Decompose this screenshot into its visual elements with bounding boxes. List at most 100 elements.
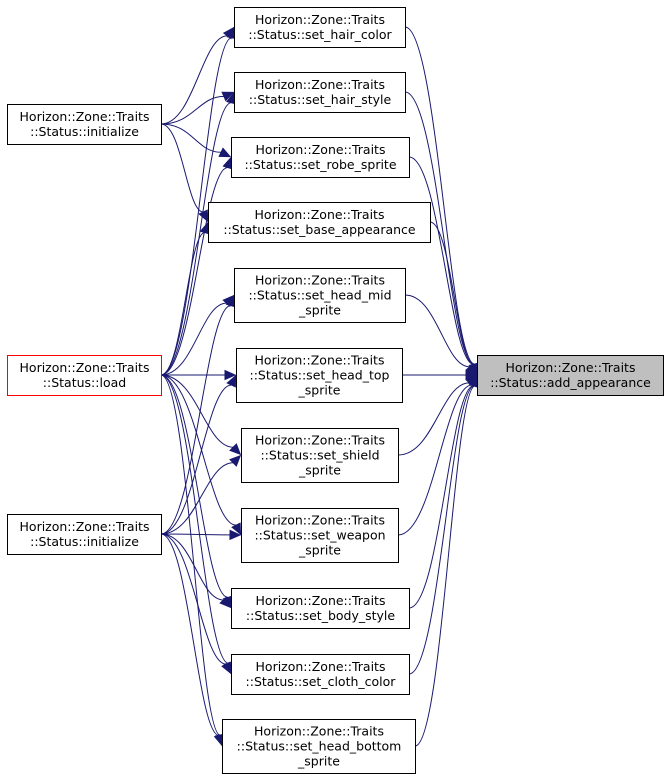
node-set_hair_style[interactable]: Horizon::Zone::Traits::Status::set_hair_…	[234, 72, 406, 113]
node-label-line1: Horizon::Zone::Traits	[255, 353, 385, 368]
edge-load-to-set_head_bottom_sprite	[160, 374, 226, 747]
edge-set_body_style-to-add_appearance	[408, 374, 479, 609]
node-box[interactable]	[241, 508, 399, 563]
edge-set_robe_sprite-to-add_appearance	[408, 156, 479, 376]
node-label-line2: ::Status::set_robe_sprite	[244, 157, 396, 172]
node-label-line3: _sprite	[297, 754, 340, 769]
edge-line	[160, 166, 228, 376]
nodes-layer: Horizon::Zone::Traits::Status::add_appea…	[7, 7, 664, 774]
edge-initialize_2-to-set_head_bottom_sprite	[160, 533, 224, 747]
node-set_body_style[interactable]: Horizon::Zone::Traits::Status::set_body_…	[231, 588, 410, 629]
node-box[interactable]	[231, 137, 410, 178]
arrowhead-icon	[221, 661, 232, 675]
arrowhead-icon	[226, 374, 237, 388]
edge-line	[429, 221, 474, 365]
arrowhead-icon	[465, 362, 478, 376]
edge-initialize_2-to-set_shield_sprite	[160, 454, 242, 535]
node-set_robe_sprite[interactable]: Horizon::Zone::Traits::Status::set_robe_…	[231, 137, 410, 178]
node-set_head_top_sprite[interactable]: Horizon::Zone::Traits::Status::set_head_…	[236, 348, 403, 403]
edge-initialize_1-to-set_base_appearance	[160, 123, 209, 223]
node-label-line2: ::Status::set_head_mid	[248, 288, 391, 303]
node-box[interactable]	[222, 719, 416, 774]
node-set_cloth_color[interactable]: Horizon::Zone::Traits::Status::set_cloth…	[231, 654, 410, 695]
node-add_appearance[interactable]: Horizon::Zone::Traits::Status::add_appea…	[477, 355, 664, 396]
node-label-line2: ::Status::set_hair_color	[248, 27, 392, 42]
edge-set_base_appearance-to-add_appearance	[429, 221, 479, 376]
edge-line	[160, 533, 224, 601]
node-label-line3: _sprite	[298, 303, 341, 318]
arrowhead-icon	[218, 147, 232, 158]
node-box[interactable]	[231, 654, 410, 695]
arrowhead-icon	[199, 221, 210, 235]
edge-line	[160, 123, 222, 153]
node-label-line2: ::Status::set_body_style	[246, 608, 395, 623]
node-label-line2: ::Status::set_head_bottom	[237, 739, 402, 754]
node-set_base_appearance[interactable]: Horizon::Zone::Traits::Status::set_base_…	[208, 202, 431, 243]
edge-set_head_mid_sprite-to-add_appearance	[404, 294, 478, 376]
node-label-line2: ::Status::set_hair_style	[249, 92, 392, 107]
edge-line	[160, 305, 231, 535]
node-label-line3: _sprite	[298, 543, 341, 558]
node-box[interactable]	[7, 355, 162, 396]
edge-line	[160, 384, 232, 535]
node-box[interactable]	[234, 7, 406, 48]
edge-line	[160, 95, 224, 125]
edge-initialize_2-to-set_body_style	[160, 533, 232, 609]
edge-set_hair_color-to-add_appearance	[404, 26, 480, 376]
node-label-line2: ::Status::add_appearance	[490, 375, 651, 390]
node-set_weapon_sprite[interactable]: Horizon::Zone::Traits::Status::set_weapo…	[241, 508, 399, 563]
edge-line	[397, 384, 473, 536]
edge-line	[160, 302, 227, 376]
edge-line	[408, 385, 475, 609]
edge-line	[160, 462, 234, 535]
node-label-line2: ::Status::set_weapon	[254, 528, 385, 543]
node-box[interactable]	[236, 348, 403, 403]
edges-layer	[160, 26, 481, 747]
node-label-line2: ::Status::set_cloth_color	[246, 674, 397, 689]
edge-line	[160, 533, 231, 536]
edge-initialize_1-to-set_hair_color	[160, 26, 235, 125]
edge-initialize_1-to-set_hair_style	[160, 91, 235, 125]
node-box[interactable]	[231, 588, 410, 629]
edge-line	[160, 123, 204, 213]
node-label-line1: Horizon::Zone::Traits	[20, 109, 150, 124]
node-set_head_bottom_sprite[interactable]: Horizon::Zone::Traits::Status::set_head_…	[222, 719, 416, 774]
edge-line	[160, 533, 227, 665]
edge-line	[160, 374, 228, 598]
node-box[interactable]	[477, 355, 664, 396]
node-load[interactable]: Horizon::Zone::Traits::Status::load	[7, 355, 162, 396]
arrowhead-icon	[224, 369, 237, 381]
edge-line	[160, 374, 221, 736]
node-box[interactable]	[234, 268, 406, 323]
edge-set_head_top_sprite-to-add_appearance	[402, 369, 478, 381]
node-label-line1: Horizon::Zone::Traits	[255, 433, 385, 448]
edge-load-to-set_head_top_sprite	[161, 369, 237, 381]
node-label-line3: _sprite	[298, 463, 341, 478]
node-set_hair_color[interactable]: Horizon::Zone::Traits::Status::set_hair_…	[234, 7, 406, 48]
node-set_shield_sprite[interactable]: Horizon::Zone::Traits::Status::set_shiel…	[241, 428, 399, 483]
node-initialize_2[interactable]: Horizon::Zone::Traits::Status::initializ…	[7, 514, 162, 555]
node-set_head_mid_sprite[interactable]: Horizon::Zone::Traits::Status::set_head_…	[234, 268, 406, 323]
node-initialize_1[interactable]: Horizon::Zone::Traits::Status::initializ…	[7, 104, 162, 145]
node-label-line1: Horizon::Zone::Traits	[254, 724, 384, 739]
arrowhead-icon	[229, 443, 242, 456]
arrowhead-icon	[229, 454, 242, 467]
node-label-line1: Horizon::Zone::Traits	[255, 273, 385, 288]
node-box[interactable]	[241, 428, 399, 483]
node-box[interactable]	[208, 202, 431, 243]
arrowhead-icon	[219, 596, 232, 609]
node-label-line1: Horizon::Zone::Traits	[255, 77, 385, 92]
node-box[interactable]	[7, 514, 162, 555]
node-box[interactable]	[234, 72, 406, 113]
arrowhead-icon	[221, 91, 235, 102]
node-label-line1: Horizon::Zone::Traits	[255, 207, 385, 222]
node-label-line2: ::Status::set_base_appearance	[223, 222, 416, 237]
edge-line	[160, 232, 205, 376]
node-box[interactable]	[7, 104, 162, 145]
edge-set_head_bottom_sprite-to-add_appearance	[414, 374, 481, 747]
edge-line	[397, 382, 470, 456]
edge-initialize_2-to-set_head_mid_sprite	[160, 294, 236, 535]
node-label-line2: ::Status::initialize	[30, 124, 139, 139]
edge-initialize_2-to-set_cloth_color	[160, 533, 232, 675]
